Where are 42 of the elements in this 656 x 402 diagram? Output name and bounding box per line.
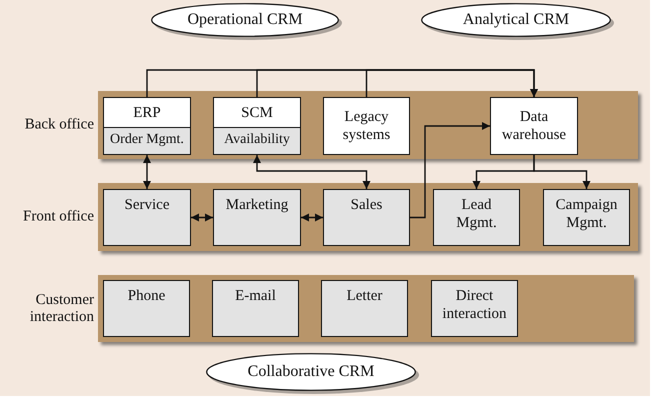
channel-box	[431, 280, 518, 337]
connector-arrow	[253, 155, 370, 189]
box-title: Marketing	[224, 196, 290, 214]
channel-box	[433, 189, 520, 246]
lane-heading: Customer interaction	[28, 292, 94, 326]
channel-box	[323, 189, 410, 246]
channel-box	[212, 280, 299, 337]
box-title: Data warehouse	[500, 108, 568, 144]
box-title: Phone	[126, 287, 166, 305]
ellipse-label: Operational CRM	[187, 11, 303, 29]
box-title: E-mail	[234, 287, 277, 305]
lane-heading: Front office	[22, 208, 94, 226]
connector-arrow	[366, 69, 538, 97]
connector-arrow	[410, 122, 490, 218]
box-title: Direct interaction	[441, 287, 508, 323]
connector-arrow	[191, 214, 213, 222]
system-box	[213, 97, 301, 155]
box-title: Letter	[346, 287, 384, 305]
box-title: Campaign Mgmt.	[554, 196, 618, 232]
connector-arrow	[301, 214, 323, 222]
ellipse-label: Analytical CRM	[462, 11, 570, 29]
lane-heading: Back office	[24, 116, 94, 134]
ellipse-label: Collaborative CRM	[248, 363, 374, 381]
box-subtitle: Order Mgmt.	[104, 128, 190, 154]
system-box	[103, 97, 191, 155]
box-subtitle: Availability	[214, 128, 300, 154]
channel-box	[103, 189, 191, 246]
crm-ellipse	[206, 353, 416, 391]
crm-ellipse	[151, 3, 339, 37]
system-box	[490, 97, 578, 155]
connector-arrow	[143, 155, 151, 189]
box-title: Lead Mgmt.	[455, 196, 498, 232]
system-box	[323, 97, 410, 155]
channel-box	[213, 189, 301, 246]
channel-box	[103, 280, 190, 337]
box-title: Service	[124, 196, 170, 214]
channel-box	[321, 280, 408, 337]
crm-ellipse	[421, 3, 611, 37]
box-title: Sales	[350, 196, 384, 214]
box-title: Legacy systems	[342, 108, 392, 144]
channel-box	[543, 189, 630, 246]
connector-arrow	[533, 155, 590, 189]
